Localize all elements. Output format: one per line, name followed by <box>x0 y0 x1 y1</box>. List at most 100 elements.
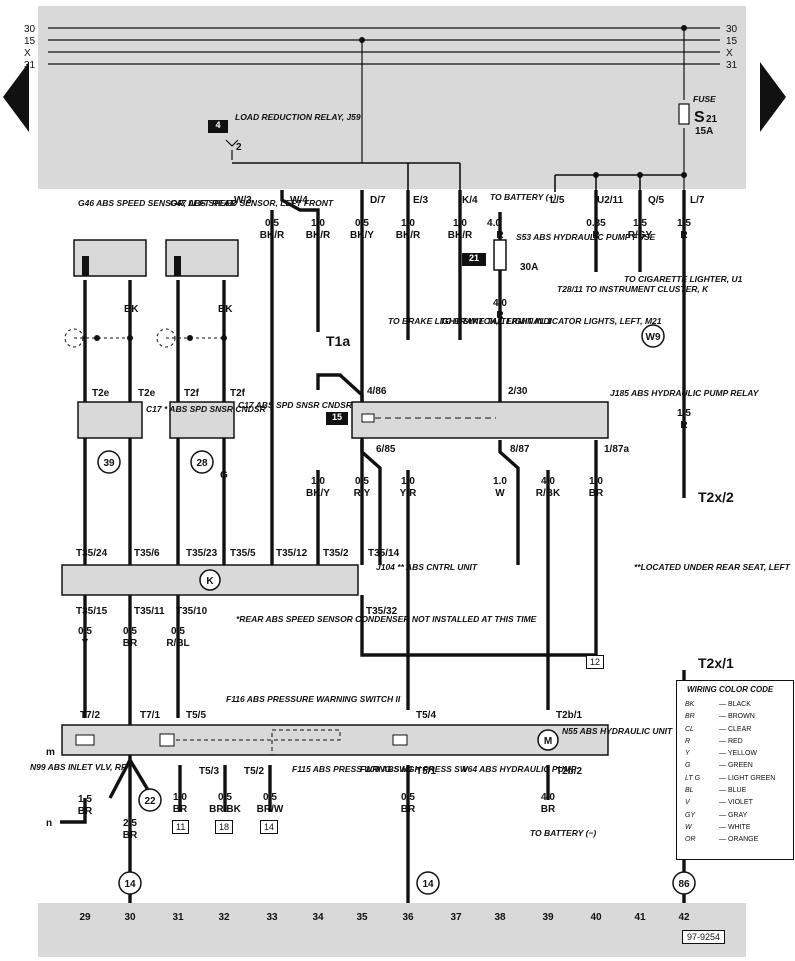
mid-wire-color-6: BR <box>589 488 604 499</box>
grid-41: 41 <box>634 912 646 923</box>
to-battery-plus: TO BATTERY (+) <box>490 192 556 202</box>
wire-color-2: BK/R <box>306 230 331 241</box>
j104-pin-t35-12: T35/12 <box>276 548 308 559</box>
bot-wire-size-4: 0.5 <box>218 792 232 803</box>
bot-wire-color-7: BR <box>541 804 556 815</box>
relay-j59-pin: 2 <box>236 142 242 153</box>
wire-color-9: R <box>680 230 688 241</box>
bus-31-left: 31 <box>24 60 36 71</box>
note-rear-abs: *REAR ABS SPEED SENSOR CONDENSER NOT INS… <box>236 614 537 624</box>
terminal-w3: W/3 <box>234 195 252 206</box>
bot-wire-color-5: BR/W <box>257 804 284 815</box>
wire-color-8: R/GY <box>628 230 653 241</box>
ground-22: 22 <box>144 796 156 807</box>
s53-badge: 21 <box>462 253 486 266</box>
low-wire-color-2: BR <box>123 638 138 649</box>
mid-wire-size-3: 1.0 <box>401 476 415 487</box>
bus-15-right: 15 <box>726 36 738 47</box>
ref-w9: W9 <box>646 332 661 343</box>
fuse-title: FUSE <box>693 94 716 104</box>
note-t28: T28/11 TO INSTRUMENT CLUSTER, K <box>557 284 709 294</box>
j104-pin-t35-10: T35/10 <box>176 606 208 617</box>
ground-14-b: 14 <box>422 879 434 890</box>
mid-wire-size-4: 1.0 <box>493 476 507 487</box>
ref-box-18: 18 <box>215 820 234 834</box>
wire-s53-out-size: 4.0 <box>493 298 507 309</box>
mid-wire-size-5: 4.0 <box>541 476 555 487</box>
f109-label: F109 ABS HGH PRESS SW <box>360 764 469 774</box>
grid-31: 31 <box>172 912 184 923</box>
legend-row: Y— YELLOW <box>685 750 758 758</box>
diagram-reference-code: 97-9254 <box>682 930 726 944</box>
pin-t2e-1: T2e <box>92 388 110 399</box>
legend-row: G— GREEN <box>685 762 753 770</box>
pin-t2e-2: T2e <box>138 388 156 399</box>
ground-14-a: 14 <box>124 879 136 890</box>
bot-wire-color-1: BR <box>78 806 93 817</box>
pin-t5-5: T5/5 <box>186 710 206 721</box>
grid-33: 33 <box>266 912 278 923</box>
pin-t2f-1: T2f <box>184 388 200 399</box>
mid-wire-color-1: BK/Y <box>306 488 330 499</box>
terminal-w4: W/4 <box>290 195 308 206</box>
mid-wire-size-2: 0.5 <box>355 476 369 487</box>
ref-box-12: 12 <box>586 655 605 669</box>
ref-t2x1: T2x/1 <box>698 655 734 671</box>
bot-wire-size-6: 0.5 <box>401 792 415 803</box>
pin-t2b-2: T2b/2 <box>556 766 583 777</box>
j185-pin-1-87a: 1/87a <box>604 444 629 455</box>
pin-t2f-2: T2f <box>230 388 246 399</box>
previous-page-arrow-icon[interactable] <box>3 62 29 132</box>
ground-28: 28 <box>196 458 208 469</box>
bot-wire-size-5: 0.5 <box>263 792 277 803</box>
mid-wire-color-5: R/BK <box>536 488 561 499</box>
sensor-wire-bk-2: BK <box>218 304 233 315</box>
terminal-k4: K/4 <box>462 195 478 206</box>
wiring-color-legend: WIRING COLOR CODE BK— BLACK BR— BROWN CL… <box>676 680 794 860</box>
note-battery-minus: TO BATTERY (−) <box>530 828 596 838</box>
legend-row: R— RED <box>685 737 743 745</box>
pin-t5-3: T5/3 <box>199 766 219 777</box>
grid-35: 35 <box>356 912 368 923</box>
wire-color-7: R <box>592 230 600 241</box>
wire-size-9: 1.5 <box>677 218 691 229</box>
wire-size-8: 1.5 <box>633 218 647 229</box>
v64-label: V64 ABS HYDRAULIC PUMP <box>462 764 577 774</box>
wire-size-2: 1.0 <box>311 218 325 229</box>
grid-40: 40 <box>590 912 602 923</box>
ref-t1a: T1a <box>326 333 350 349</box>
low-wire-size-3: 0.5 <box>171 626 185 637</box>
note-brake-light: TO BRAKE LIGHT SWITCH, TERMINAL 1 <box>388 316 552 326</box>
wire-color-3: BK/Y <box>350 230 374 241</box>
wire-color-5: BK/R <box>448 230 473 241</box>
j185-pin-8-87: 8/87 <box>510 444 530 455</box>
j104-pin-t35-14: T35/14 <box>368 548 400 559</box>
wire-color-1: BK/R <box>260 230 285 241</box>
wire-s53-out-color: R <box>496 310 504 321</box>
bus-30-left: 30 <box>24 24 36 35</box>
grid-32: 32 <box>218 912 230 923</box>
ref-t2x2: T2x/2 <box>698 489 734 505</box>
j185-pin-4-86: 4/86 <box>367 386 387 397</box>
j185-badge: 15 <box>326 412 348 425</box>
sensor-wire-g: G <box>220 470 228 481</box>
relay-j59-label: LOAD REDUCTION RELAY, J59 <box>235 112 361 122</box>
j104-pin-t35-32: T35/32 <box>366 606 398 617</box>
label-n: n <box>46 818 52 829</box>
mid-wire-color-3: Y/R <box>400 488 417 499</box>
wire-size-1: 0.5 <box>265 218 279 229</box>
legend-row: LT G— LIGHT GREEN <box>685 774 776 782</box>
terminal-e3: E/3 <box>413 195 428 206</box>
bot-wire-color-2: BR <box>123 830 138 841</box>
note-cigarette: TO CIGARETTE LIGHTER, U1 <box>624 274 743 284</box>
n55-label: N55 ABS HYDRAULIC UNIT <box>562 726 673 736</box>
note-located: **LOCATED UNDER REAR SEAT, LEFT <box>634 562 791 572</box>
j104-pin-t35-23: T35/23 <box>186 548 218 559</box>
next-page-arrow-icon[interactable] <box>760 62 786 132</box>
grid-42: 42 <box>678 912 690 923</box>
low-wire-size-1: 0.5 <box>78 626 92 637</box>
sensor-g47-label: G47 ABS SPEED SENSOR, LEFT FRONT <box>170 198 334 208</box>
j104-pin-t35-11: T35/11 <box>134 606 165 617</box>
terminal-u2-11: U2/11 <box>597 195 624 206</box>
legend-row: V— VIOLET <box>685 799 753 807</box>
